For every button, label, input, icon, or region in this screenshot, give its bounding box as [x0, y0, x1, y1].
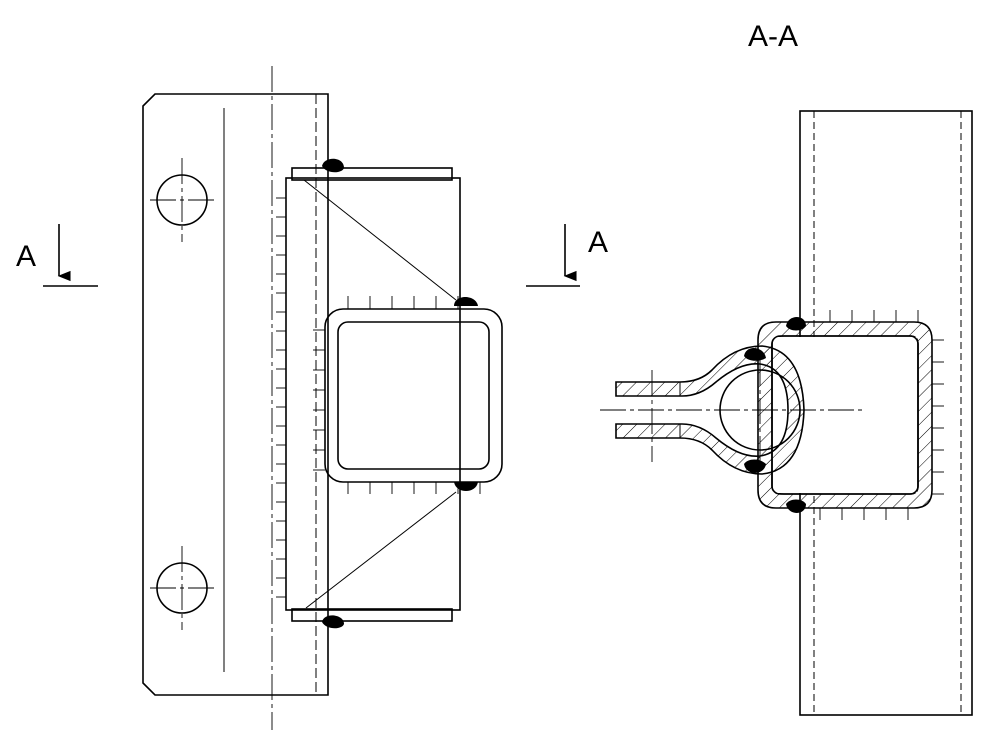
- section-label-right: A: [588, 226, 608, 259]
- section-marker-left: A: [16, 224, 98, 287]
- weld-bead-tube-bottom: [454, 482, 478, 491]
- weld-bead-sec-2: [744, 347, 766, 361]
- bolt-hole-top: [150, 158, 214, 242]
- bracket-flange-bottom: [291, 608, 453, 622]
- section-title: A-A: [748, 20, 798, 53]
- weld-bead-plate-bottom: [322, 615, 344, 629]
- bracket-flange-top: [291, 167, 453, 181]
- section-marker-right: A: [526, 224, 608, 287]
- gusset-line-top: [303, 179, 457, 301]
- section-view: A-A: [600, 20, 973, 716]
- square-tube-outer: [324, 308, 503, 483]
- bolt-hole-bottom: [150, 546, 214, 630]
- weld-bead-sec-1: [786, 317, 806, 331]
- edge-ticks-left: [276, 197, 286, 598]
- gusset-line-bottom: [305, 491, 457, 609]
- bracket-body: [285, 177, 461, 611]
- front-view: A A: [16, 66, 608, 730]
- weld-bead-sec-3: [744, 459, 766, 473]
- weld-bead-plate-top: [322, 158, 344, 173]
- weld-bead-tube-top: [454, 297, 478, 306]
- square-tube-inner: [337, 321, 490, 470]
- section-tube-ticks: [819, 310, 944, 520]
- mounting-plate-outline: [142, 93, 329, 696]
- section-label-left: A: [16, 240, 36, 273]
- square-tube-inner-edge: [771, 335, 919, 495]
- weld-bead-sec-4: [786, 499, 806, 513]
